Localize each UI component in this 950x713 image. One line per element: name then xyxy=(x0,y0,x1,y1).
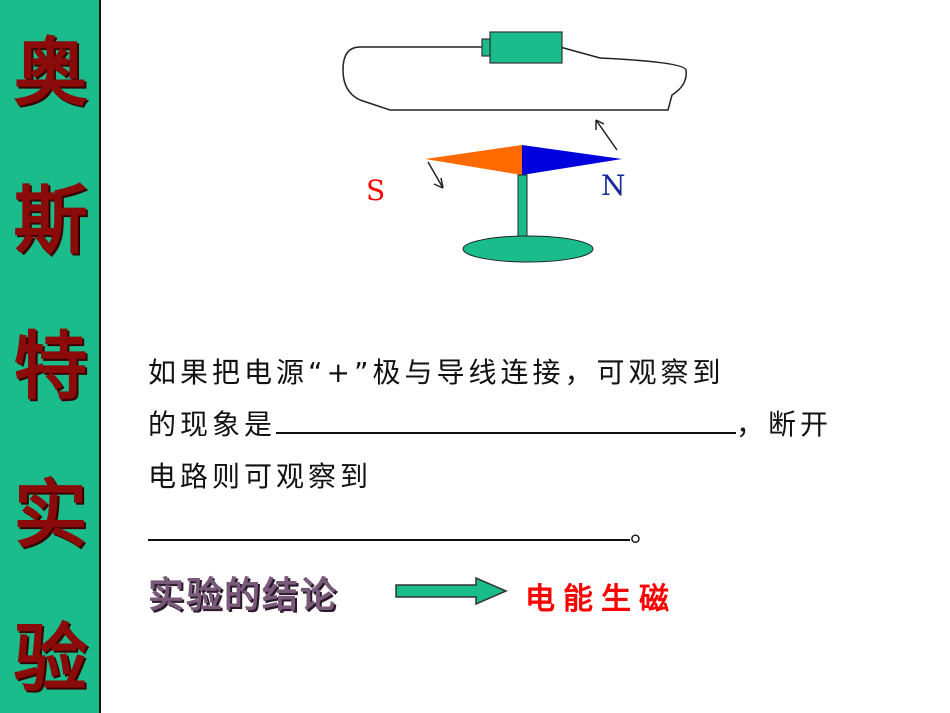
conclusion-result: 电能生磁 xyxy=(525,582,677,617)
sidebar-char-3: 特 xyxy=(13,324,88,410)
answer-blank-1 xyxy=(276,406,737,434)
sidebar-char-2: 斯 xyxy=(13,178,88,264)
sidebar-title-bar: 奥 斯 特 实 验 xyxy=(0,0,101,713)
question-line-4: 。 xyxy=(148,510,662,550)
conclusion-label: 实验的结论 xyxy=(148,575,339,616)
sidebar-char-1: 奥 xyxy=(13,30,88,116)
needle-deflection-arrowhead xyxy=(433,177,444,189)
question-line-4-end: 。 xyxy=(630,515,663,548)
compass-base xyxy=(462,235,594,263)
north-pole-label: N xyxy=(601,169,626,202)
question-line-3: 电路则可观察到 xyxy=(148,460,373,493)
wire-loop xyxy=(342,46,687,111)
compass-stem xyxy=(517,174,528,242)
question-line-2-start: 的现象是 xyxy=(148,408,277,441)
question-line-2: 的现象是 ，断开 xyxy=(148,403,832,443)
battery-body xyxy=(489,31,563,64)
needle-south-half xyxy=(425,145,522,175)
question-line-1: 如果把电源“+”极与导线连接，可观察到 xyxy=(148,356,725,389)
needle-north-half xyxy=(522,145,622,175)
answer-blank-2 xyxy=(148,513,630,541)
sidebar-char-4: 实 xyxy=(13,472,88,558)
south-pole-label: S xyxy=(366,174,386,207)
right-arrow-icon xyxy=(395,576,508,606)
question-line-2-end: ，断开 xyxy=(736,408,833,441)
sidebar-char-5: 验 xyxy=(13,616,88,702)
battery-terminal xyxy=(481,38,491,57)
wire-deflection-arrow xyxy=(595,119,618,151)
wire-deflection-arrowhead xyxy=(595,119,605,130)
needle-deflection-arrow xyxy=(427,161,444,189)
